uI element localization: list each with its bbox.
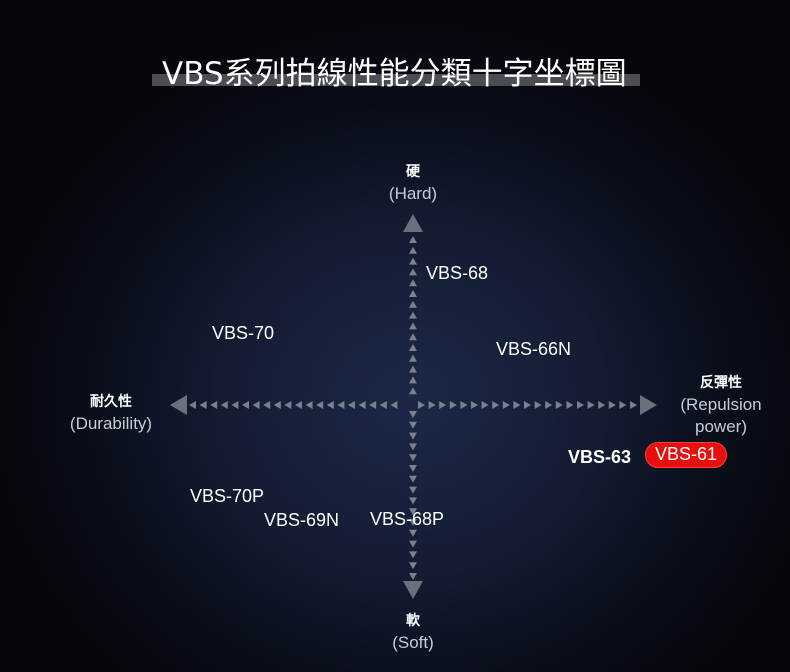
model-label-vbs-70p: VBS-70P [190, 486, 265, 506]
chart-title: VBS系列拍線性能分類十字坐標圖 [152, 48, 640, 92]
axis-label-soft-en: (Soft) [392, 633, 434, 652]
axis-label-soft: 軟 (Soft) [373, 610, 453, 654]
axis-label-hard-zh: 硬 [406, 164, 420, 180]
model-label-vbs-68: VBS-68 [426, 263, 489, 283]
model-label-vbs-70: VBS-70 [212, 323, 275, 343]
axis-label-repulsion-en-1: (Repulsion [680, 395, 762, 414]
axis-label-repulsion-en-2: power) [695, 417, 747, 436]
arrow-head-right-icon [640, 395, 657, 415]
axis-label-durability-zh: 耐久性 [90, 394, 132, 410]
title-underline-bar [152, 74, 640, 86]
axis-label-hard-en: (Hard) [388, 184, 438, 203]
axis-label-soft-zh: 軟 [406, 613, 420, 629]
arrow-head-up-icon [403, 214, 423, 232]
axis-label-repulsion-zh: 反彈性 [700, 375, 742, 391]
title-text: VBS系列拍線性能分類十字坐標圖 [162, 56, 627, 92]
axis-label-durability-en: (Durability) [69, 414, 153, 433]
model-label-vbs-69n: VBS-69N [264, 510, 340, 530]
axis-label-repulsion: 反彈性 (Repulsion power) [666, 372, 776, 438]
model-label-vbs-61-highlighted: VBS-61 [645, 442, 728, 468]
model-label-vbs-68p: VBS-68P [370, 509, 445, 529]
arrow-head-left-icon [170, 395, 187, 415]
model-label-vbs-66n: VBS-66N [496, 339, 572, 359]
axis-label-hard: 硬 (Hard) [373, 161, 453, 205]
axis-label-durability: 耐久性 (Durability) [56, 391, 166, 435]
arrow-head-down-icon [403, 581, 423, 599]
model-label-vbs-63: VBS-63 [568, 447, 632, 467]
